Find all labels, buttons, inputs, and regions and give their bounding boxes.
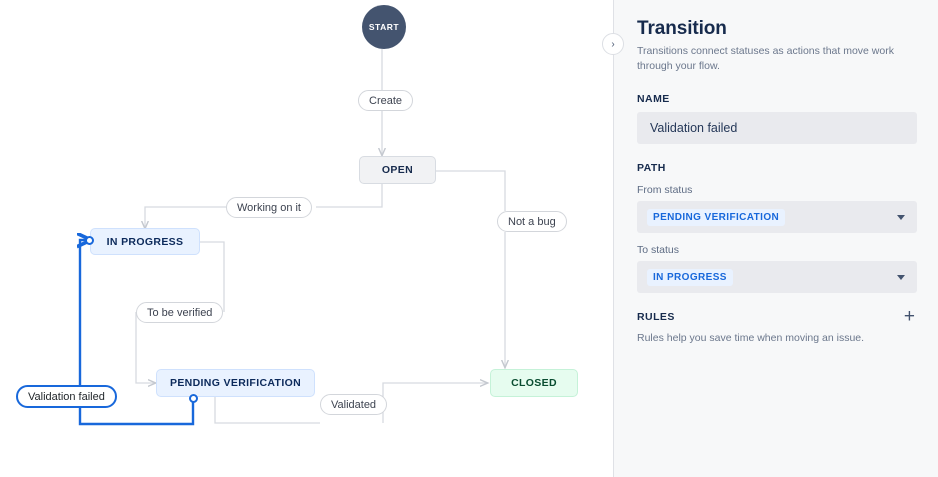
rules-description: Rules help you save time when moving an … (637, 332, 865, 345)
chevron-right-icon: › (611, 38, 615, 50)
node-in-progress[interactable]: IN PROGRESS (90, 228, 200, 255)
transition-details-panel: Transition Transitions connect statuses … (613, 0, 938, 477)
rules-header: RULES + (637, 307, 917, 326)
transition-name-value: Validation failed (650, 121, 738, 136)
to-status-value: IN PROGRESS (647, 268, 733, 286)
node-pending-verification-label: PENDING VERIFICATION (169, 377, 302, 389)
workflow-canvas[interactable]: START OPEN IN PROGRESS PENDING VERIFICAT… (0, 0, 613, 477)
node-start[interactable]: START (362, 5, 406, 49)
transition-pill-not-a-bug-label: Not a bug (508, 215, 556, 228)
add-rule-icon[interactable]: + (903, 306, 915, 328)
transition-pill-validated-label: Validated (331, 398, 377, 411)
from-status-value: PENDING VERIFICATION (647, 208, 786, 226)
node-open[interactable]: OPEN (359, 156, 436, 184)
transition-pill-to-be-verified[interactable]: To be verified (136, 302, 224, 323)
workflow-edges (0, 49, 613, 426)
chevron-down-icon (897, 274, 905, 280)
node-pending-verification[interactable]: PENDING VERIFICATION (156, 369, 315, 397)
node-closed[interactable]: CLOSED (490, 369, 578, 397)
transition-pill-create[interactable]: Create (358, 90, 414, 111)
transition-endpoint-source[interactable] (189, 394, 198, 403)
transition-pill-working-on-it[interactable]: Working on it (226, 197, 312, 218)
transition-pill-validation-failed-label: Validation failed (28, 390, 105, 403)
node-in-progress-label: IN PROGRESS (106, 235, 184, 248)
node-closed-label: CLOSED (511, 377, 557, 389)
path-section-label: PATH (637, 162, 666, 175)
from-status-select[interactable]: PENDING VERIFICATION (637, 201, 917, 234)
transition-pill-validation-failed[interactable]: Validation failed (16, 385, 117, 408)
to-status-select[interactable]: IN PROGRESS (637, 261, 917, 294)
transition-name-input[interactable]: Validation failed (637, 112, 917, 145)
transition-pill-create-label: Create (369, 94, 403, 107)
collapse-panel-button[interactable]: › (602, 33, 624, 55)
panel-subtitle: Transitions connect statuses as actions … (637, 45, 894, 73)
name-section-label: NAME (637, 93, 670, 106)
node-open-label: OPEN (381, 164, 414, 176)
from-status-label: From status (637, 184, 693, 197)
rules-section-label: RULES (637, 310, 675, 323)
panel-title: Transition (637, 18, 727, 39)
transition-pill-validated[interactable]: Validated (320, 394, 388, 415)
node-start-label: START (368, 22, 400, 32)
chevron-down-icon (897, 214, 905, 220)
to-status-label: To status (637, 244, 680, 257)
transition-endpoint-target[interactable] (85, 236, 94, 245)
transition-pill-not-a-bug[interactable]: Not a bug (497, 211, 567, 232)
transition-pill-to-be-verified-label: To be verified (147, 306, 213, 319)
transition-pill-working-on-it-label: Working on it (237, 201, 301, 214)
